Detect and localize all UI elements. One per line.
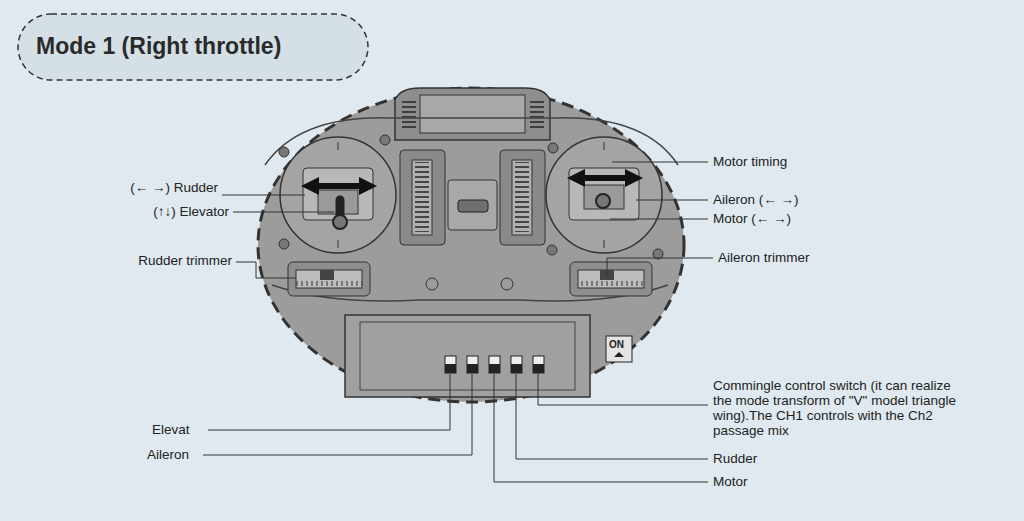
page-title: Mode 1 (Right throttle) <box>36 33 281 60</box>
left-stick <box>333 215 347 229</box>
aileron-trimmer <box>570 262 652 296</box>
part-label: Rudder <box>713 451 757 466</box>
part-label: (← →) Rudder <box>130 180 218 195</box>
left-trim-slot <box>400 150 445 245</box>
aileron-arrow <box>576 175 634 181</box>
part-label: Rudder trimmer <box>138 253 232 268</box>
part-label: Commingle control switch (it can realize… <box>713 378 963 438</box>
rudder-arrow <box>310 183 368 189</box>
handle-grip <box>420 95 525 133</box>
part-label: Aileron <box>147 447 189 462</box>
part-label: Motor <box>713 474 748 489</box>
switch-label: ON <box>609 339 624 350</box>
part-label: Motor (← →) <box>713 211 791 226</box>
leader-lines <box>203 162 713 482</box>
right-gimbal <box>546 137 662 253</box>
part-label: Aileron trimmer <box>718 250 810 265</box>
reverse-switches <box>445 356 544 373</box>
rudder-trimmer <box>288 262 370 296</box>
center-switch <box>448 180 497 230</box>
part-label: (↑↓) Elevator <box>153 204 229 219</box>
part-label: Aileron (← →) <box>713 192 799 207</box>
power-switch <box>606 336 632 362</box>
right-stick <box>596 194 610 208</box>
right-trim-slot <box>500 150 545 245</box>
part-label: Motor timing <box>713 154 787 169</box>
carry-handle <box>395 88 550 140</box>
part-label: Elevat <box>152 422 190 437</box>
title-frame <box>18 14 368 80</box>
battery-panel <box>345 315 590 397</box>
transmitter-outline <box>258 88 684 402</box>
